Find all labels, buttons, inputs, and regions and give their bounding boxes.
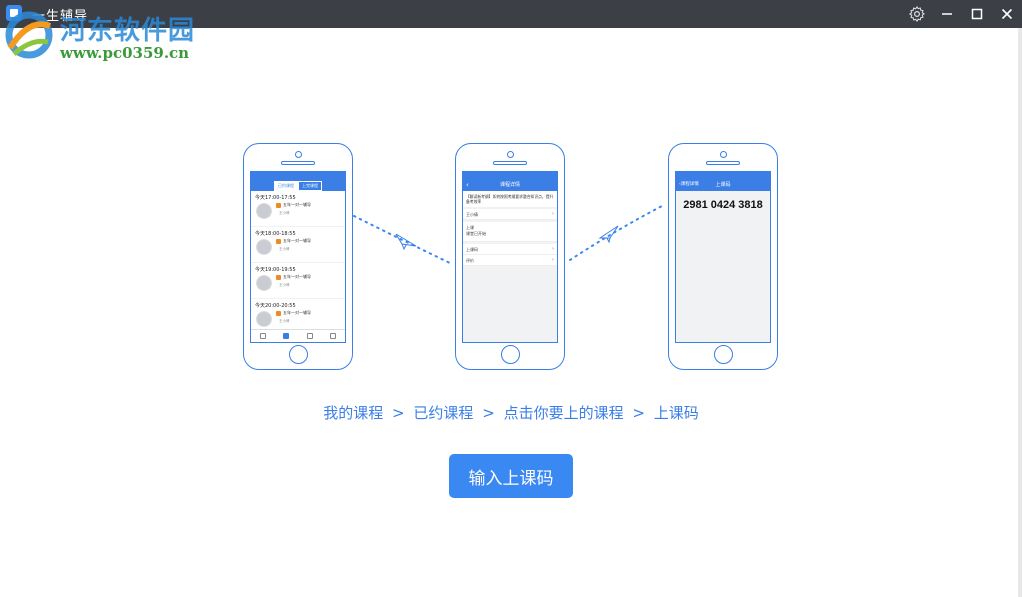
- phone-class-code: ‹课程详情 上课码 2981 0424 3818: [668, 143, 778, 370]
- nav-bar: 已约课程 上完课程: [251, 179, 345, 191]
- message-icon: [306, 333, 313, 339]
- minimize-icon[interactable]: [932, 0, 962, 28]
- title-bar: 一生辅导: [0, 0, 1022, 28]
- home-button: [289, 345, 308, 364]
- scrollbar[interactable]: [1018, 28, 1022, 597]
- dotted-path-1: [353, 215, 453, 265]
- step-separator: >: [482, 404, 495, 422]
- maximize-icon[interactable]: [962, 0, 992, 28]
- step-1: 我的课程: [323, 404, 384, 422]
- tab-finished: 上完课程: [298, 181, 322, 191]
- tab-booked: 已约课程: [274, 181, 298, 191]
- step-2: 已约课程: [413, 404, 474, 422]
- step-separator: >: [632, 404, 645, 422]
- phone-tab-bar: [251, 329, 345, 342]
- step-separator: >: [392, 404, 405, 422]
- phone-screen: 已约课程 上完课程 今天17:00-17:55 五年一对一辅导 王小倩 今天18…: [250, 171, 346, 343]
- avatar: [256, 275, 272, 291]
- gear-icon[interactable]: [902, 0, 932, 28]
- class-code-value: 2981 0424 3818: [683, 199, 763, 211]
- window-controls: [902, 0, 1022, 28]
- phone-my-courses: 已约课程 上完课程 今天17:00-17:55 五年一对一辅导 王小倩 今天18…: [243, 143, 353, 370]
- nav-bar: ‹ 课程详情: [463, 179, 557, 191]
- step-instructions: 我的课程 > 已约课程 > 点击你要上的课程 > 上课码: [0, 402, 1022, 423]
- nav-bar: ‹课程详情 上课码: [676, 179, 770, 191]
- avatar: [256, 311, 272, 327]
- avatar: [256, 203, 272, 219]
- home-button: [714, 345, 733, 364]
- watermark-url: www.pc0359.cn: [60, 44, 190, 62]
- list-item: 今天18:00-18:55 五年一对一辅导 王小倩: [251, 227, 345, 262]
- home-button: [501, 345, 520, 364]
- chevron-right-icon: ›: [552, 246, 554, 252]
- paper-plane-icon: [598, 225, 619, 244]
- course-detail: 【解读新考纲】如何按照考纲要求整合知识点，提升备考效率: [463, 191, 557, 207]
- chevron-right-icon: ›: [552, 257, 554, 263]
- list-item: 今天19:00-19:55 五年一对一辅导 王小倩: [251, 263, 345, 298]
- pencil-icon: [259, 333, 266, 339]
- paper-plane-icon: [395, 233, 417, 251]
- person-icon: [330, 333, 337, 339]
- app-logo-icon: [6, 5, 22, 21]
- chevron-right-icon: ›: [552, 211, 554, 217]
- phone-screen: ‹课程详情 上课码 2981 0424 3818: [675, 171, 771, 343]
- close-icon[interactable]: [992, 0, 1022, 28]
- avatar: [256, 239, 272, 255]
- back-icon: ‹: [466, 181, 469, 189]
- book-icon: [283, 333, 290, 339]
- rating-row: 评价 ›: [463, 255, 557, 266]
- enter-class-code-button[interactable]: 输入上课码: [449, 454, 573, 498]
- window-title: 一生辅导: [32, 9, 89, 24]
- phone-course-detail: ‹ 课程详情 【解读新考纲】如何按照考纲要求整合知识点，提升备考效率 王小倩 ›…: [455, 143, 565, 370]
- teacher-row: 王小倩 ›: [463, 209, 557, 220]
- phone-screen: ‹ 课程详情 【解读新考纲】如何按照考纲要求整合知识点，提升备考效率 王小倩 ›…: [462, 171, 558, 343]
- step-3: 点击你要上的课程: [503, 404, 624, 422]
- status-row: 上课 课堂已开始: [463, 222, 557, 242]
- list-item: 今天20:00-20:55 五年一对一辅导 王小倩: [251, 299, 345, 334]
- step-4: 上课码: [653, 404, 699, 422]
- code-row: 上课码 ›: [463, 244, 557, 255]
- dotted-path-2: [569, 205, 663, 261]
- list-item: 今天17:00-17:55 五年一对一辅导 王小倩: [251, 191, 345, 226]
